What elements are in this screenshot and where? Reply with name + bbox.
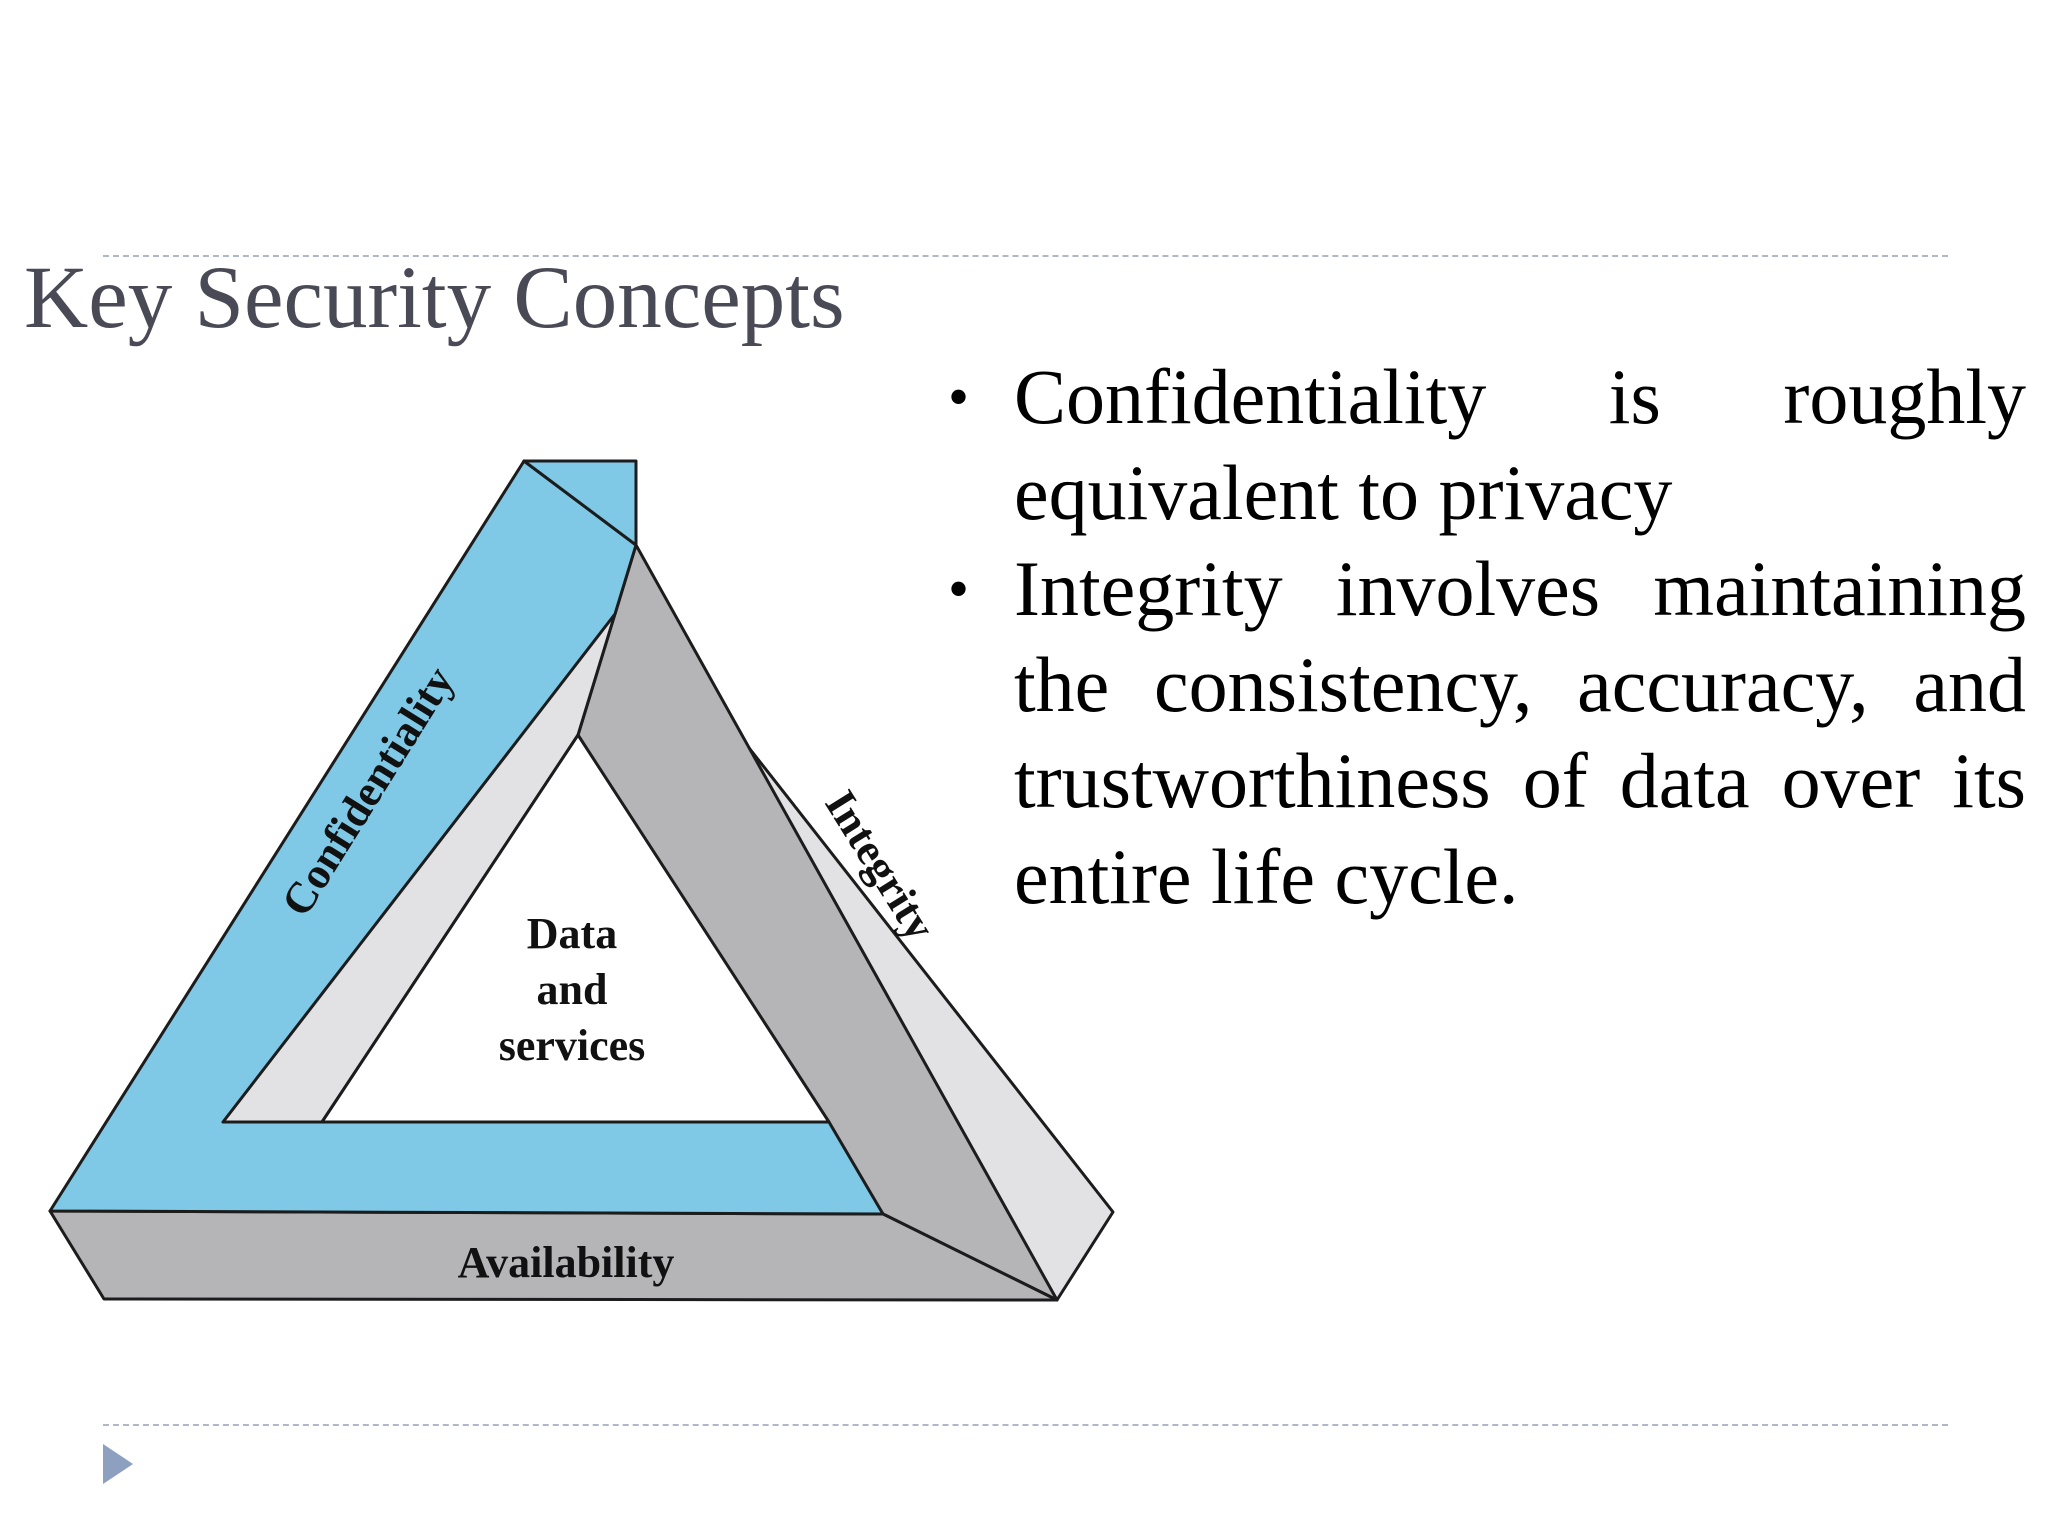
center-label-line2: and bbox=[537, 965, 608, 1014]
center-triangle bbox=[320, 733, 831, 1124]
bullet-text: Confidentiality is roughly equivalent to… bbox=[1014, 353, 2026, 536]
confidentiality-top-cap bbox=[522, 459, 638, 547]
bottom-divider bbox=[103, 1424, 1948, 1426]
top-divider bbox=[103, 255, 1948, 257]
center-label-line1: Data bbox=[527, 909, 617, 958]
bullet-text: Integrity involves maintaining the consi… bbox=[1014, 545, 2026, 920]
bullet-dot: • bbox=[948, 556, 970, 622]
cia-triangle-diagram: Confidentiality Integrity Availability D… bbox=[40, 452, 1120, 1312]
center-label-line3: services bbox=[499, 1021, 646, 1070]
availability-label: Availability bbox=[458, 1238, 675, 1287]
slide-title: Key Security Concepts bbox=[24, 249, 845, 347]
bullet-item-confidentiality: • Confidentiality is roughly equivalent … bbox=[948, 349, 2026, 541]
bullet-list: • Confidentiality is roughly equivalent … bbox=[948, 349, 2026, 925]
bullet-dot: • bbox=[948, 364, 970, 430]
play-triangle-icon[interactable] bbox=[103, 1444, 133, 1484]
bullet-item-integrity: • Integrity involves maintaining the con… bbox=[948, 541, 2026, 925]
